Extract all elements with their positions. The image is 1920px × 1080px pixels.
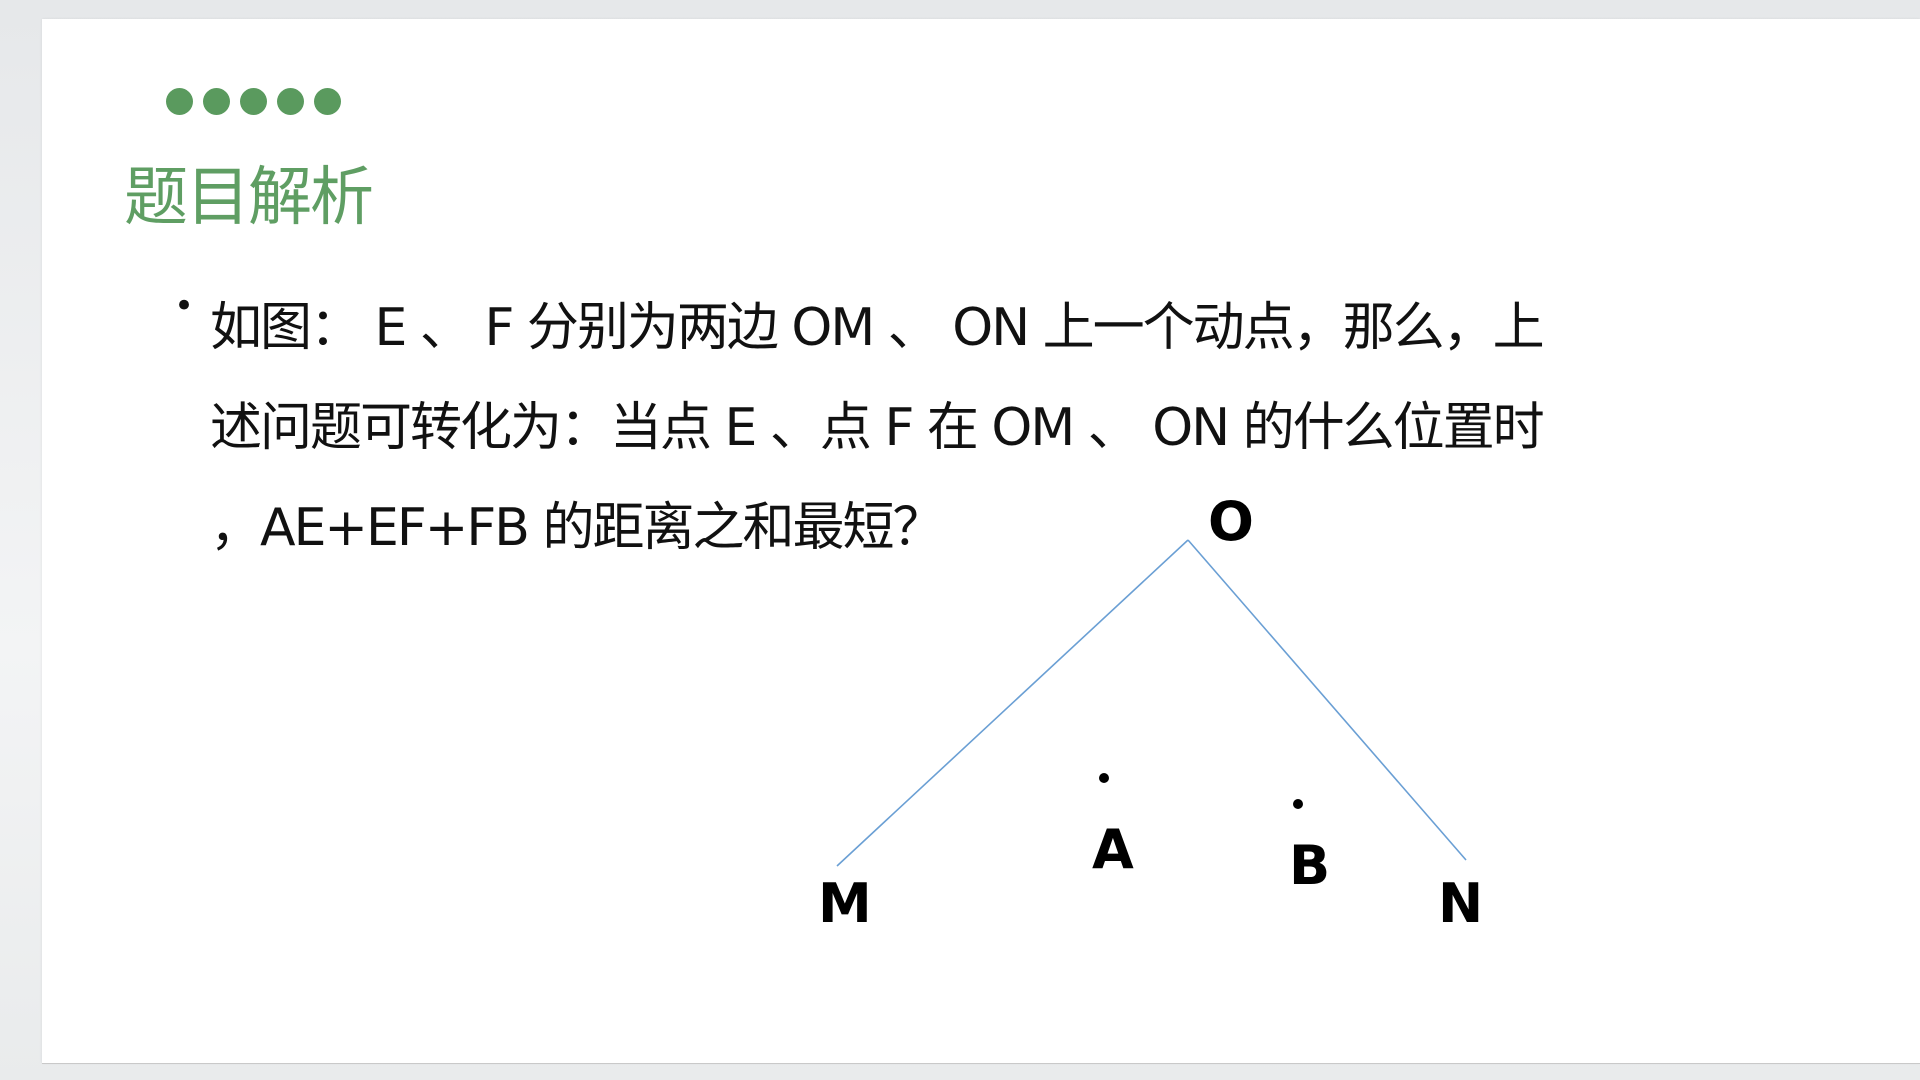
decorative-dots — [166, 88, 341, 115]
slide-title: 题目解析 — [124, 161, 374, 235]
problem-text-line-2: 述问题可转化为：当点 E 、点 F 在 OM 、 ON 的什么位置时 — [210, 398, 1545, 458]
label-B: B — [1289, 834, 1330, 897]
label-O: O — [1208, 490, 1254, 553]
bullet-icon: • — [174, 286, 195, 326]
label-M: M — [818, 872, 872, 935]
dot-icon — [203, 88, 230, 115]
point-B-marker — [1293, 799, 1303, 809]
point-A-marker — [1099, 773, 1109, 783]
dot-icon — [240, 88, 267, 115]
problem-text-line-1: 如图： E 、 F 分别为两边 OM 、 ON 上一个动点，那么，上 — [210, 298, 1545, 358]
label-N: N — [1438, 872, 1483, 935]
dot-icon — [277, 88, 304, 115]
problem-text-line-3: ，AE+EF+FB 的距离之和最短？ — [210, 498, 944, 558]
dot-icon — [166, 88, 193, 115]
ray-OM — [836, 539, 1189, 867]
dot-icon — [314, 88, 341, 115]
label-A: A — [1092, 818, 1134, 881]
problem-text: 如图： E 、 F 分别为两边 OM 、 ON 上一个动点，那么，上 述问题可转… — [210, 278, 1710, 578]
ray-ON — [1187, 539, 1467, 861]
slide — [42, 19, 1920, 1063]
slide-edge — [42, 1063, 1920, 1064]
